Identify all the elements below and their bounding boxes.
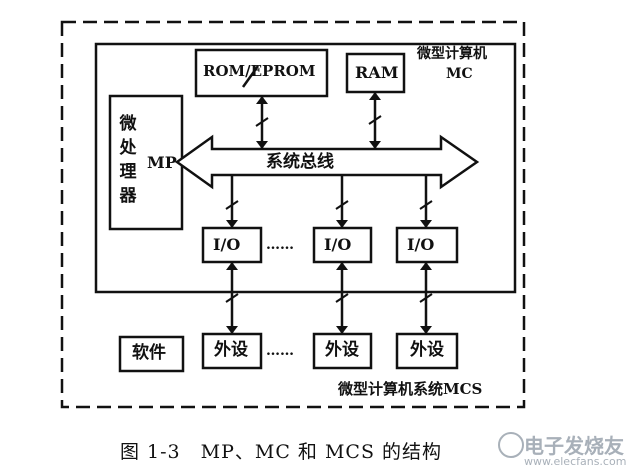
rom-slash — [241, 65, 260, 88]
ram-label: RAM — [355, 63, 399, 82]
software-label: 软件 — [132, 343, 166, 363]
peripheral-label-1: 外设 — [214, 340, 248, 360]
system-bus-label: 系统总线 — [266, 152, 334, 172]
mp-vertical-char-3: 理 — [119, 162, 137, 182]
mcs-boundary — [60, 20, 526, 409]
io-label-2: I/O — [324, 235, 352, 254]
mc-label-line1: 微型计算机 — [417, 46, 487, 62]
mcs-label: 微型计算机系统MCS — [338, 380, 483, 398]
mp-vertical-char-2: 处 — [119, 138, 137, 158]
io-ellipsis: …… — [266, 237, 294, 253]
software-box — [118, 335, 185, 373]
rom-box — [194, 48, 329, 98]
io-label-1: I/O — [213, 235, 241, 254]
peripheral-box-1 — [201, 332, 263, 370]
peripheral-box-3 — [395, 332, 459, 370]
figure-caption: 图 1-3 MP、MC 和 MCS 的结构 — [120, 441, 442, 463]
watermark-url-text: www.elecfans.com — [524, 455, 627, 468]
io-box-1 — [201, 226, 263, 264]
watermark: 电子发烧友 www.elecfans.com — [498, 428, 638, 472]
watermark-main-text: 电子发烧友 — [524, 434, 624, 458]
mc-label-line2: MC — [446, 66, 473, 82]
mp-vertical-char-4: 器 — [119, 186, 137, 206]
io-box-3 — [395, 226, 459, 264]
mc-boundary — [94, 42, 517, 294]
peripheral-box-2 — [312, 332, 373, 370]
io-label-3: I/O — [407, 235, 435, 254]
ram-box — [345, 52, 406, 94]
peripheral-label-3: 外设 — [410, 340, 444, 360]
peripheral-ellipsis: …… — [266, 343, 294, 359]
system-bus-arrow — [174, 134, 480, 190]
watermark-logo-icon — [498, 432, 524, 458]
mp-vertical-char-1: 微 — [119, 114, 137, 134]
rom-label: ROM/EPROM — [203, 62, 316, 80]
peripheral-label-2: 外设 — [325, 340, 359, 360]
mp-label: MP — [147, 153, 177, 172]
mp-box — [108, 94, 184, 231]
